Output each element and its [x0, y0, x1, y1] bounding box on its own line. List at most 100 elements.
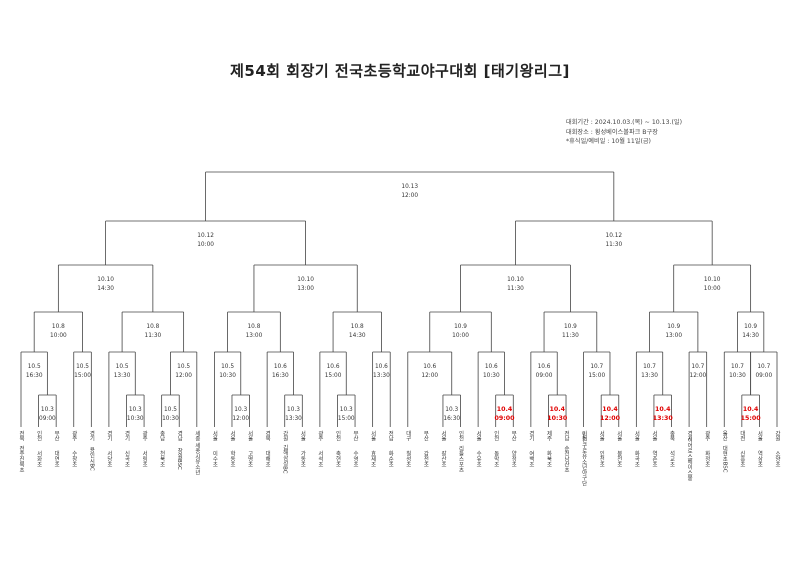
match-time: 11:30: [145, 333, 162, 339]
match-time: 15:00: [588, 373, 605, 379]
team-region: 서울: [756, 429, 762, 441]
match-date: 10.12: [197, 233, 214, 239]
match-time: 10:30: [483, 373, 500, 379]
match-time: 13:30: [653, 415, 674, 422]
match-date: 10.3: [287, 407, 300, 413]
match-date: 10.10: [507, 277, 524, 283]
team-region: 서울: [247, 429, 253, 441]
team-region: 서울: [299, 429, 305, 441]
match-time: 11:30: [562, 333, 579, 339]
match-time: 09:00: [755, 373, 772, 379]
team-region: 서울: [475, 429, 481, 441]
match-time: 13:00: [246, 333, 263, 339]
team-region: 부산: [422, 430, 428, 441]
match-time: 10:30: [729, 373, 746, 379]
match-date: 10.5: [76, 364, 89, 370]
team-name: 화정초: [704, 451, 710, 468]
team-name: 대해초: [264, 450, 270, 468]
team-name: 서석초: [317, 450, 323, 468]
match-date: 10.4: [655, 406, 671, 413]
match-time: 10:30: [547, 415, 568, 422]
match-time: 11:30: [605, 242, 622, 248]
match-time: 15:00: [74, 373, 91, 379]
team-region: 인천: [458, 430, 464, 441]
team-name: 용인시BC: [88, 447, 94, 471]
match-time: 13:30: [285, 416, 302, 422]
match-date: 10.3: [234, 407, 247, 413]
match-date: 10.10: [97, 277, 114, 283]
match-date: 10.3: [340, 407, 353, 413]
team-name: 세종시유소년: [194, 442, 200, 476]
match-date: 10.9: [454, 324, 467, 330]
team-name: 인천구로유소년야구단: [581, 432, 587, 487]
team-name: 전주진북초: [18, 444, 24, 473]
match-date: 10.8: [351, 324, 364, 330]
team-name: 대연초: [53, 450, 59, 468]
team-region: 광주: [141, 430, 147, 442]
match-time: 15:00: [338, 416, 355, 422]
team-name: 서당초: [106, 450, 112, 468]
team-name: 화순초: [387, 451, 393, 468]
match-time: 14:30: [349, 333, 366, 339]
match-time: 12:00: [175, 373, 192, 379]
team-name: 동막초: [493, 451, 499, 468]
match-time: 11:30: [507, 286, 524, 292]
match-date: 10.8: [146, 324, 159, 330]
match-time: 16:30: [272, 373, 289, 379]
team-region: 전남: [387, 429, 393, 441]
match-date: 10.6: [327, 364, 340, 370]
team-region: 경기: [106, 430, 112, 442]
match-date: 10.10: [297, 277, 314, 283]
team-name: 히어로스베이스볼: [686, 436, 692, 481]
team-region: 경기: [88, 430, 94, 442]
match-date: 10.7: [590, 364, 603, 370]
team-region: 경남: [176, 430, 182, 441]
match-date: 10.9: [667, 324, 680, 330]
team-region: 전남: [563, 429, 569, 441]
team-name: 신곡초: [123, 450, 129, 468]
team-region: 울산: [721, 430, 727, 441]
team-region: 대구: [405, 429, 411, 442]
match-date: 10.8: [52, 324, 65, 330]
match-date: 10.4: [743, 406, 759, 413]
team-region: 충북: [669, 429, 675, 442]
match-date: 10.5: [116, 364, 129, 370]
match-date: 10.4: [549, 406, 565, 413]
team-region: 인천: [581, 430, 587, 441]
match-time: 15:00: [325, 373, 342, 379]
team-name: 수창초: [71, 451, 77, 468]
team-name: 역삼초: [756, 450, 762, 468]
match-date: 10.9: [744, 324, 757, 330]
match-date: 10.6: [274, 364, 287, 370]
match-time: 10:00: [50, 333, 67, 339]
final-time: 12:00: [401, 193, 418, 199]
team-name: 가동초: [299, 450, 305, 468]
team-name: 봉천초: [616, 451, 622, 468]
team-region: 경기: [123, 430, 129, 442]
match-date: 10.8: [247, 324, 260, 330]
team-region: 서울: [651, 429, 657, 441]
match-time: 13:30: [373, 373, 390, 379]
match-date: 10.7: [643, 364, 656, 370]
match-time: 16:30: [26, 373, 43, 379]
team-region: 경기: [686, 430, 692, 442]
match-date: 10.5: [221, 364, 234, 370]
match-time: 14:30: [97, 286, 114, 292]
team-region: 서울: [633, 429, 639, 441]
match-time: 13:30: [641, 373, 658, 379]
team-region: 강원: [282, 430, 288, 441]
team-region: 강원: [774, 430, 780, 441]
team-region: 광주: [71, 430, 77, 442]
team-name: 역촌초: [651, 450, 657, 468]
tournament-info: 대회기간 : 2024.10.03.(목) ~ 10.13.(일) 대회장소 :…: [566, 118, 682, 147]
match-date: 10.6: [538, 364, 551, 370]
match-time: 15:00: [741, 415, 762, 422]
team-region: 부산: [53, 430, 59, 441]
team-region: 인천: [493, 430, 499, 441]
team-name: 천북초: [159, 450, 165, 468]
match-time: 16:30: [443, 416, 460, 422]
team-name: 축현초: [334, 450, 340, 468]
team-name: 화곡초: [633, 451, 639, 468]
team-region: 서울: [440, 429, 446, 441]
